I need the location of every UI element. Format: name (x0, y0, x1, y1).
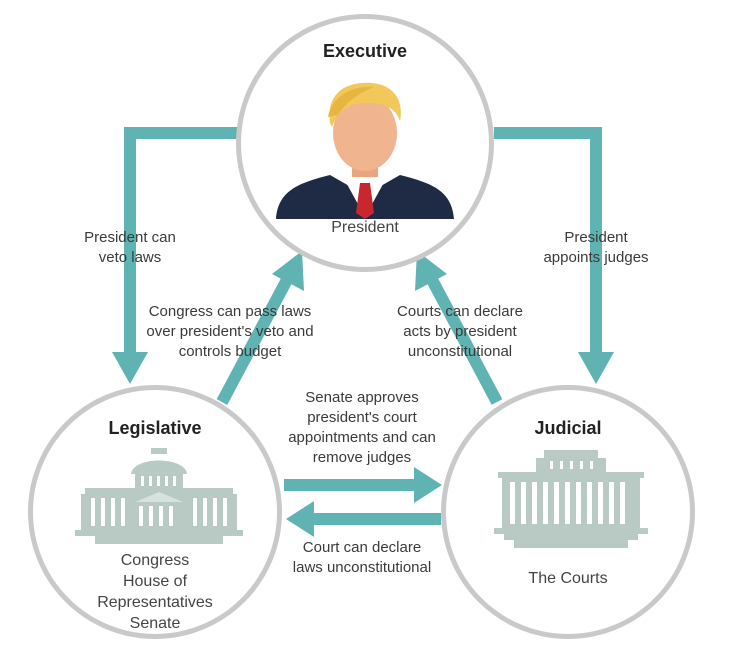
label-court-laws: Court can declare laws unconstitutional (292, 539, 432, 576)
label-appoints: President appoints judges (543, 229, 649, 266)
label-veto: President can veto laws (84, 229, 176, 266)
courthouse-icon (494, 450, 648, 548)
legislative-subtitle: Congress House of Representatives Senate (97, 552, 213, 632)
arrow-appoints (494, 127, 614, 384)
president-portrait-icon (276, 82, 454, 219)
executive-subtitle: President (331, 219, 399, 236)
executive-circle: Executive President (236, 14, 494, 272)
executive-title: Executive (322, 41, 408, 61)
judicial-circle: Judicial The C (441, 385, 695, 639)
capitol-building-icon (75, 448, 243, 544)
arrow-senate (284, 467, 442, 503)
arrow-court-laws (286, 501, 441, 537)
arrow-courts-president (415, 251, 503, 405)
arrow-override (216, 251, 304, 405)
label-courts-president: Courts can declare acts by president unc… (397, 303, 523, 360)
judicial-subtitle: The Courts (528, 570, 608, 587)
legislative-circle: Legislative (28, 385, 282, 639)
judicial-title: Judicial (534, 418, 602, 438)
label-senate: Senate approves president's court appoin… (288, 389, 436, 466)
arrow-veto (112, 127, 255, 384)
label-override: Congress can pass laws over president's … (146, 303, 314, 360)
legislative-title: Legislative (108, 418, 202, 438)
